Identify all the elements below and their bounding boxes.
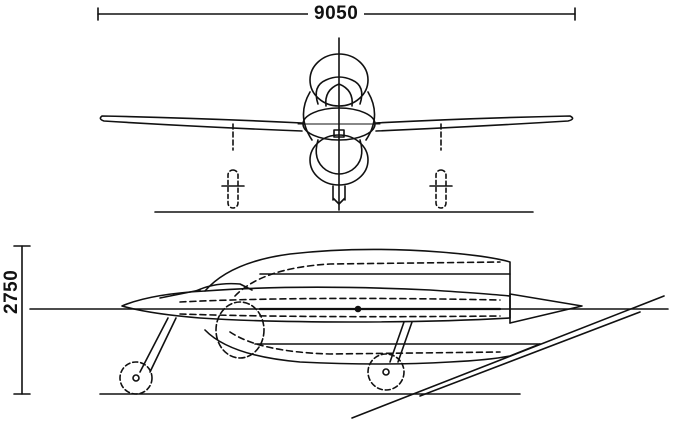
wingspan-dimension-label: 9050 xyxy=(308,4,365,23)
front-view-lower-nacelle xyxy=(309,134,369,186)
front-view-right-gear xyxy=(429,123,453,209)
side-view-main-gear xyxy=(367,321,413,391)
side-view-inner-line-2 xyxy=(179,313,501,318)
height-dimension-label: 2750 xyxy=(1,265,22,318)
front-view-nose-gear xyxy=(332,185,346,205)
front-view-upper-fairing xyxy=(315,76,363,105)
side-view-upper-nacelle xyxy=(204,248,511,297)
front-view-intake-right xyxy=(365,91,376,141)
front-view-upper-fairing-inner xyxy=(324,83,354,107)
side-view-intake xyxy=(215,301,265,359)
side-view-inner-line-1 xyxy=(179,297,501,303)
side-view-cg-mark xyxy=(354,305,362,313)
side-view-nose-gear xyxy=(119,317,177,395)
side-view-lower-dashed xyxy=(229,331,501,355)
front-view-intake-left xyxy=(302,91,313,141)
height-dimension-line xyxy=(13,245,31,395)
front-view-wing xyxy=(99,115,574,132)
front-view-cockpit xyxy=(333,129,345,138)
front-view-upper-nacelle xyxy=(309,53,369,107)
side-view-lower-nacelle xyxy=(204,329,541,365)
front-view-left-gear xyxy=(221,123,245,209)
side-view-tail-strike-line-2 xyxy=(419,311,641,397)
front-view-lower-fairing xyxy=(315,139,363,175)
side-view-upper-dashed xyxy=(234,261,501,297)
side-view-tail-cone xyxy=(509,293,583,324)
side-view xyxy=(29,248,669,419)
front-view xyxy=(99,37,574,213)
side-view-front-fairing xyxy=(159,289,201,299)
